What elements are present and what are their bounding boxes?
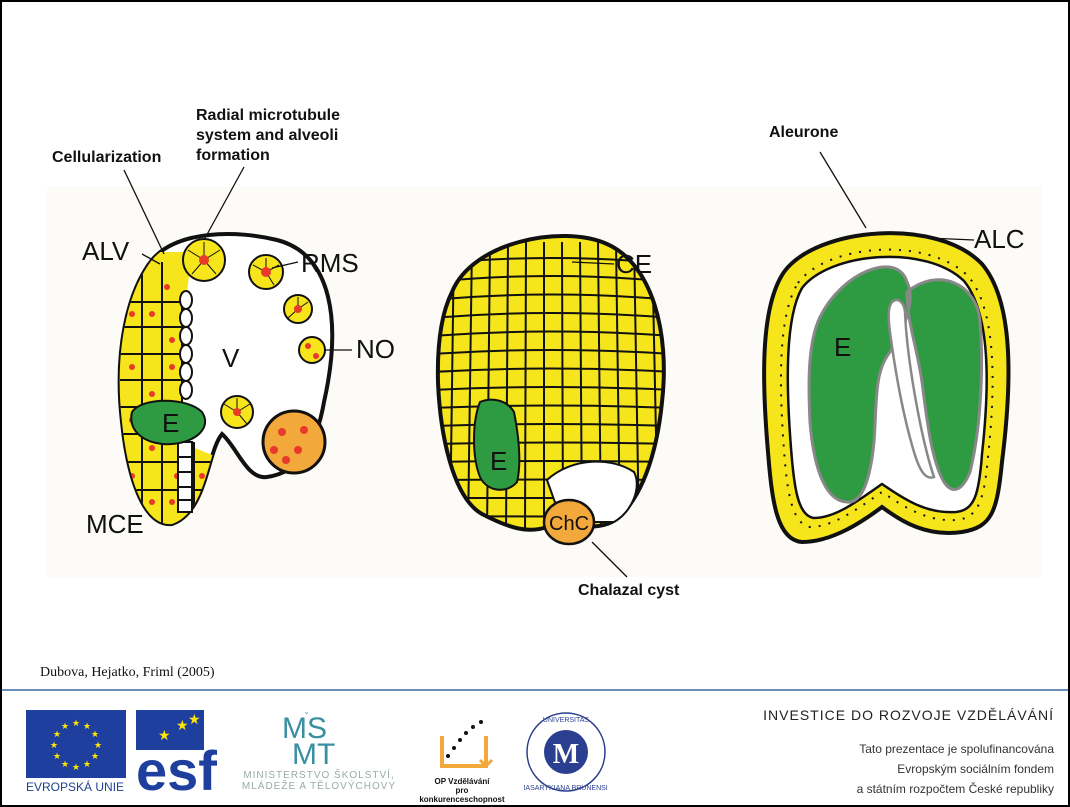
- op-line2: pro konkurenceschopnost: [412, 786, 512, 804]
- svg-text:★: ★: [53, 752, 61, 762]
- label-aleurone: Aleurone: [769, 124, 838, 141]
- citation: Dubova, Hejatko, Friml (2005): [40, 665, 215, 681]
- msmt-mark-icon: MS MT ˇ: [278, 710, 368, 766]
- muni-logo: M UNIVERSITAS MASARYKIANA BRUNENSIS: [524, 710, 608, 799]
- label-radial-line1: Radial microtubule: [196, 107, 340, 124]
- svg-text:★: ★: [50, 741, 58, 751]
- label-e1: E: [162, 408, 179, 438]
- label-cellularization: Cellularization: [52, 149, 161, 166]
- msmt-label: MINISTERSTVO ŠKOLSTVÍ, MLÁDEŽE A TĚLOVÝC…: [234, 770, 404, 792]
- label-radial-line3: formation: [196, 147, 270, 164]
- eu-label: EVROPSKÁ UNIE: [26, 780, 124, 794]
- svg-text:MT: MT: [292, 738, 335, 766]
- op-logo: [434, 716, 494, 779]
- msmt-line1: MINISTERSTVO ŠKOLSTVÍ,: [234, 770, 404, 781]
- cofinance-line2: Evropským sociálním fondem: [763, 759, 1054, 779]
- svg-text:★: ★: [61, 722, 69, 732]
- esf-logo: ★★★ esf: [136, 710, 228, 799]
- suspensor: [178, 442, 192, 512]
- cofinance-text: Tato prezentace je spolufinancována Evro…: [763, 739, 1054, 799]
- msmt-line2: MLÁDEŽE A TĚLOVÝCHOVY: [234, 781, 404, 792]
- label-ce: CE: [616, 249, 652, 279]
- svg-text:★: ★: [188, 712, 201, 728]
- msmt-logo: MS MT ˇ: [278, 710, 368, 771]
- label-e3: E: [834, 332, 851, 362]
- svg-text:★: ★: [83, 760, 91, 770]
- svg-text:★: ★: [72, 763, 80, 773]
- label-alv: ALV: [82, 236, 130, 266]
- muni-seal-icon: M UNIVERSITAS MASARYKIANA BRUNENSIS: [524, 710, 608, 794]
- label-radial-line2: system and alveoli: [196, 127, 338, 144]
- label-mce: MCE: [86, 509, 144, 539]
- footer-divider: [2, 689, 1068, 691]
- svg-text:★: ★: [91, 752, 99, 762]
- label-v: V: [222, 343, 240, 373]
- chalazal-nuclei-1: [263, 411, 325, 473]
- label-rms: RMS: [301, 248, 359, 278]
- label-chalazal-cyst: Chalazal cyst: [578, 582, 680, 599]
- svg-text:MASARYKIANA BRUNENSIS: MASARYKIANA BRUNENSIS: [524, 785, 608, 792]
- svg-text:★: ★: [91, 730, 99, 740]
- investice-heading: INVESTICE DO ROZVOJE VZDĚLÁVÁNÍ: [763, 707, 1054, 723]
- op-label: OP Vzdělávání pro konkurenceschopnost: [412, 777, 512, 804]
- seed-development-figure: Cellularization Radial microtubule syste…: [2, 2, 1068, 692]
- svg-text:★: ★: [72, 719, 80, 729]
- label-no: NO: [356, 334, 395, 364]
- svg-text:★: ★: [61, 760, 69, 770]
- op-mark-icon: [434, 716, 494, 774]
- esf-icon: ★★★ esf: [136, 710, 228, 794]
- label-e2: E: [490, 446, 507, 476]
- eu-logo: ★★★ ★★★ ★★★ ★★★: [26, 710, 126, 783]
- svg-text:★: ★: [83, 722, 91, 732]
- embryo-2: [474, 400, 519, 490]
- label-alc: ALC: [974, 224, 1025, 254]
- label-chc: ChC: [549, 513, 589, 535]
- svg-text:★: ★: [176, 718, 189, 734]
- eu-flag-icon: ★★★ ★★★ ★★★ ★★★: [26, 710, 126, 778]
- svg-text:ˇ: ˇ: [304, 711, 309, 723]
- op-line1: OP Vzdělávání: [412, 777, 512, 786]
- svg-text:UNIVERSITAS: UNIVERSITAS: [543, 717, 589, 724]
- muni-mark: M: [553, 739, 579, 770]
- esf-text: esf: [136, 739, 217, 794]
- cofinance-line1: Tato prezentace je spolufinancována: [763, 739, 1054, 759]
- cofinance-line3: a státním rozpočtem České republiky: [763, 779, 1054, 799]
- footer-right: INVESTICE DO ROZVOJE VZDĚLÁVÁNÍ Tato pre…: [763, 707, 1054, 799]
- svg-text:★: ★: [53, 730, 61, 740]
- svg-text:★: ★: [94, 741, 102, 751]
